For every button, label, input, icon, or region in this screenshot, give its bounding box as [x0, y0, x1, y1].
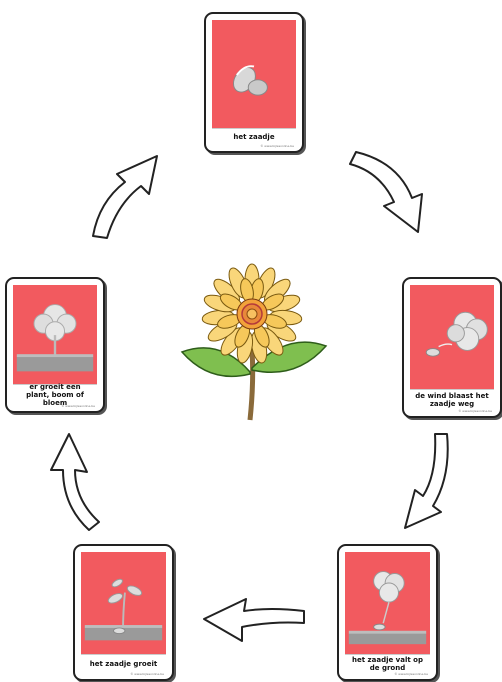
card-wind-caption: de wind blaast het zaadje weg: [410, 389, 494, 410]
card-wind-credit: © www.bijlesonline.be: [458, 409, 492, 413]
card-grow: het zaadje groeit © www.bijlesonline.be: [73, 544, 174, 681]
sunflower-icon: [180, 263, 328, 421]
arrow-fall-to-grow: [203, 598, 305, 642]
card-seed: het zaadje © www.bijlesonline.be: [204, 12, 304, 153]
card-plant: er groeit een plant, boom of bloem © www…: [5, 277, 105, 413]
card-seed-credit: © www.bijlesonline.be: [260, 144, 294, 148]
card-seed-caption: het zaadje: [212, 128, 296, 145]
card-fall-caption: het zaadje valt op de grond: [345, 654, 430, 673]
card-grow-image: [81, 552, 166, 658]
card-plant-credit: © www.bijlesonline.be: [61, 404, 95, 408]
arrow-grow-to-plant: [50, 433, 100, 531]
wind-cloud-icon: [425, 311, 488, 357]
card-plant-caption: er groeit een plant, boom of bloem: [13, 383, 97, 407]
card-wind: de wind blaast het zaadje weg © www.bijl…: [402, 277, 502, 418]
arrow-seed-to-wind: [349, 151, 423, 233]
card-fall-credit: © www.bijlesonline.be: [394, 672, 428, 676]
card-fall: het zaadje valt op de grond © www.bijles…: [337, 544, 438, 681]
tree-icon: [16, 304, 94, 372]
falling-seed-icon: [348, 571, 427, 645]
card-grow-caption: het zaadje groeit: [81, 654, 166, 673]
arrow-wind-to-fall: [404, 433, 449, 529]
card-grow-credit: © www.bijlesonline.be: [130, 672, 164, 676]
arrow-plant-to-seed: [92, 155, 158, 239]
card-wind-image: [410, 285, 494, 393]
seed-icon: [233, 65, 268, 96]
card-seed-image: [212, 20, 296, 132]
card-fall-image: [345, 552, 430, 658]
card-plant-image: [13, 285, 97, 389]
sprout-icon: [84, 578, 163, 641]
